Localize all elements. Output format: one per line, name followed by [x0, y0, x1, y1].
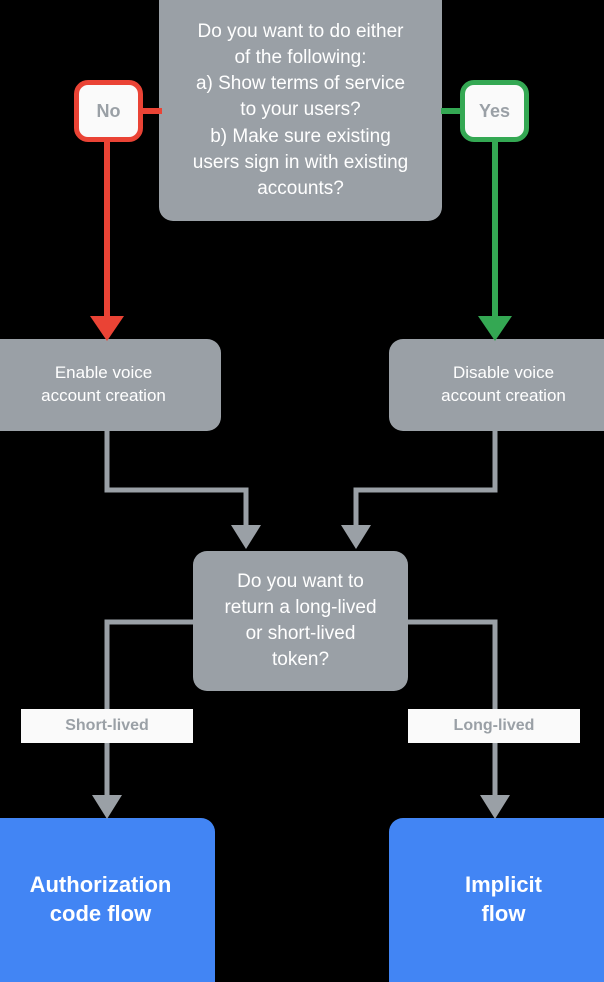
node-disable-voice-account-creation[interactable]: Disable voice account creation — [389, 339, 604, 431]
edge-label-short-lived-text: Short-lived — [65, 717, 149, 734]
node-top-decision[interactable]: Do you want to do either of the followin… — [159, 0, 442, 221]
badge-no[interactable]: No — [74, 80, 143, 142]
edge-enable-to-token — [104, 431, 249, 525]
arrowhead-enable-to-token — [231, 525, 261, 549]
node-disable-label: Disable voice account creation — [441, 363, 566, 405]
arrowhead-token-to-authorization — [92, 795, 122, 819]
edge-label-long-lived-text: Long-lived — [453, 717, 535, 734]
node-implicit-flow-label: Implicit flow — [464, 872, 542, 926]
badge-no-label: No — [96, 100, 121, 121]
arrowhead-no-to-enable — [90, 316, 124, 341]
node-top-decision-label: Do you want to do either of the followin… — [192, 21, 409, 199]
arrowhead-token-to-implicit — [480, 795, 510, 819]
arrowhead-yes-to-disable — [478, 316, 512, 341]
node-token-decision[interactable]: Do you want to return a long-lived or sh… — [193, 551, 408, 691]
edge-label-short-lived: Short-lived — [21, 709, 193, 743]
arrowhead-disable-to-token — [341, 525, 371, 549]
node-authorization-code-flow-label: Authorization code flow — [29, 872, 172, 926]
badge-yes[interactable]: Yes — [460, 80, 529, 142]
edge-disable-to-token — [353, 431, 498, 525]
node-enable-voice-account-creation[interactable]: Enable voice account creation — [0, 339, 221, 431]
edge-label-long-lived: Long-lived — [408, 709, 580, 743]
node-authorization-code-flow[interactable]: Authorization code flow — [0, 818, 215, 982]
badge-yes-label: Yes — [478, 100, 511, 121]
node-enable-label: Enable voice account creation — [41, 363, 166, 405]
node-token-decision-label: Do you want to return a long-lived or sh… — [224, 571, 377, 670]
node-implicit-flow[interactable]: Implicit flow — [389, 818, 604, 982]
